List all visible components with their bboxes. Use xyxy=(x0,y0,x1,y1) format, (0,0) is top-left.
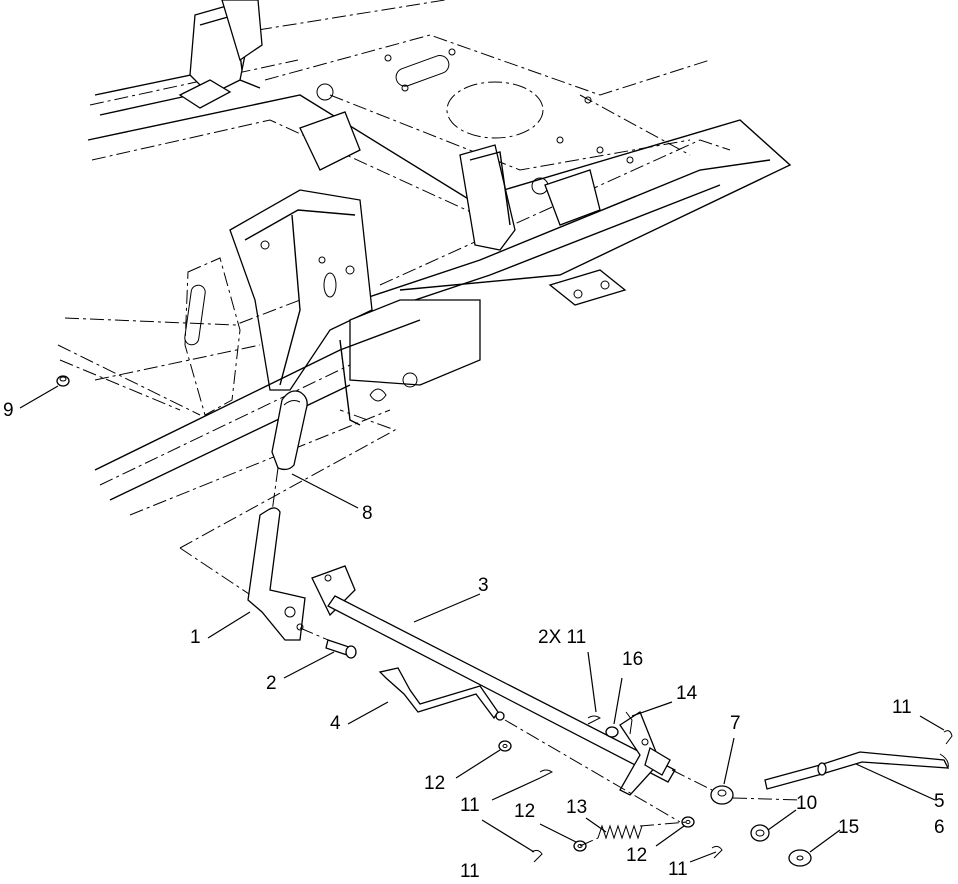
part-12-washer-upper xyxy=(498,740,512,752)
part-5-6-rod xyxy=(764,751,950,790)
part-11-cotter-pins xyxy=(531,711,953,863)
part-3-cross-shaft xyxy=(311,565,801,805)
callout-8: 8 xyxy=(362,503,373,524)
part-1-pedal-arm xyxy=(247,507,306,641)
part-8-pedal-pad xyxy=(271,390,308,471)
callout-14: 14 xyxy=(676,683,698,704)
part-2-clevis-pin xyxy=(299,627,357,659)
callout-6: 6 xyxy=(934,817,945,838)
callout-11-mid: 11 xyxy=(460,795,480,816)
callout-10: 10 xyxy=(796,793,818,814)
callout-11-right: 11 xyxy=(892,697,912,718)
part-12-washer-lower-right xyxy=(681,816,695,828)
part-9-nut xyxy=(56,375,70,387)
part-4-rod xyxy=(378,667,681,823)
callout-11-left: 11 xyxy=(460,861,480,882)
part-13-spring xyxy=(579,821,689,847)
callout-12-lower-right: 12 xyxy=(626,845,648,866)
part-16-washer xyxy=(605,726,619,738)
callout-15: 15 xyxy=(838,817,860,838)
part-15-washer xyxy=(788,849,812,867)
callout-16: 16 xyxy=(622,649,644,670)
leader-lines xyxy=(19,385,945,863)
callout-12-lower-left: 12 xyxy=(514,801,536,822)
callout-2x11: 2X 11 xyxy=(538,627,587,648)
callout-1: 1 xyxy=(190,627,201,648)
callout-3: 3 xyxy=(478,575,489,596)
callout-4: 4 xyxy=(330,713,341,734)
callout-2: 2 xyxy=(266,673,277,694)
callout-5: 5 xyxy=(934,791,945,812)
chassis-frame xyxy=(57,0,792,516)
callout-9: 9 xyxy=(3,400,14,421)
callout-12-upper: 12 xyxy=(424,773,446,794)
callout-7: 7 xyxy=(730,713,741,734)
callout-13: 13 xyxy=(566,797,588,818)
part-10-bushing xyxy=(750,824,770,842)
callout-11-bottom: 11 xyxy=(668,859,688,880)
assembly-guide-plane xyxy=(179,409,397,549)
